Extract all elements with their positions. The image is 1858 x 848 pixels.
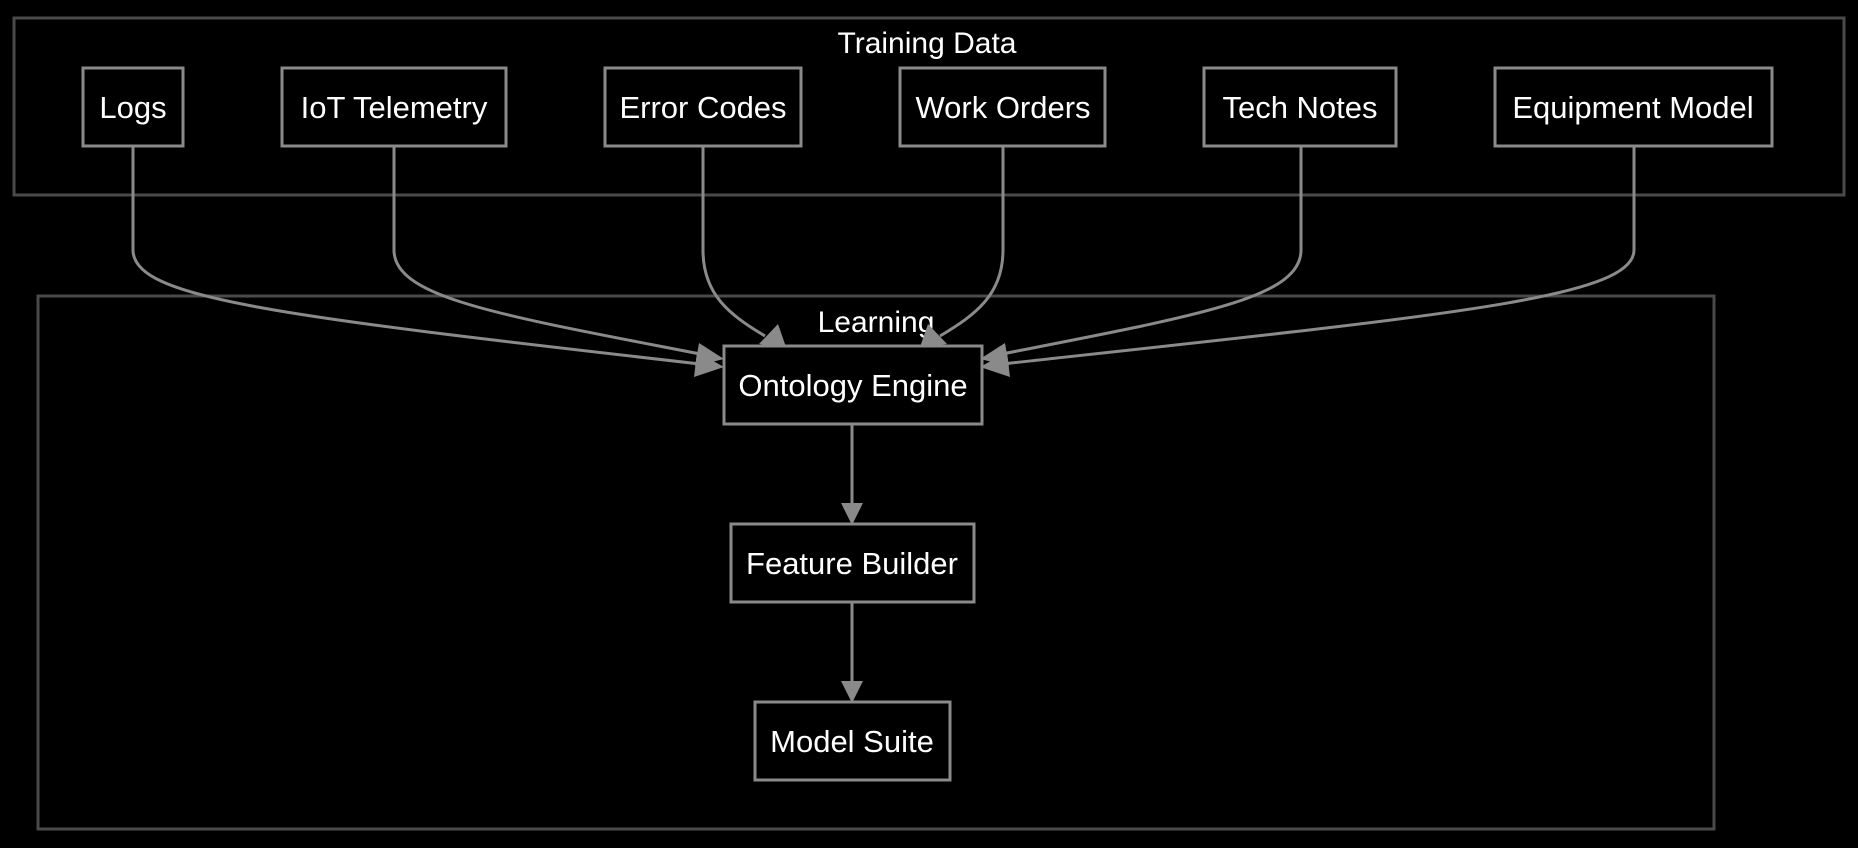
edge-iot-to-ontology	[392, 146, 701, 356]
arrowhead-work-orders	[920, 324, 947, 347]
group-learning-label: Learning	[818, 306, 935, 339]
edges	[131, 146, 1636, 683]
node-ontology-engine[interactable]: Ontology Engine	[722, 344, 984, 426]
node-error-codes-label: Error Codes	[619, 90, 786, 125]
edge-logs-to-ontology	[131, 146, 701, 366]
node-model-suite[interactable]: Model Suite	[753, 700, 952, 782]
node-equipment-model[interactable]: Equipment Model	[1493, 66, 1774, 148]
group-learning	[36, 294, 1716, 831]
arrowhead-error-codes	[759, 324, 786, 347]
node-work-orders-label: Work Orders	[915, 90, 1090, 125]
arrowhead-ontology-to-feature	[841, 503, 863, 525]
node-model-suite-label: Model Suite	[770, 724, 934, 759]
node-tech-notes[interactable]: Tech Notes	[1202, 66, 1398, 148]
node-ontology-engine-label: Ontology Engine	[738, 368, 967, 403]
node-equipment-model-label: Equipment Model	[1512, 90, 1753, 125]
edge-error-codes-to-ontology	[701, 146, 766, 338]
edge-tech-notes-to-ontology	[1001, 146, 1303, 356]
node-error-codes[interactable]: Error Codes	[603, 66, 803, 148]
node-feature-builder[interactable]: Feature Builder	[729, 522, 976, 604]
group-training-data	[12, 16, 1846, 197]
node-tech-notes-label: Tech Notes	[1222, 90, 1377, 125]
arrowhead-iot	[695, 343, 724, 366]
node-logs[interactable]: Logs	[81, 66, 185, 148]
edge-equipment-to-ontology	[1001, 146, 1636, 366]
node-work-orders[interactable]: Work Orders	[898, 66, 1107, 148]
node-logs-label: Logs	[99, 90, 166, 125]
node-iot-telemetry[interactable]: IoT Telemetry	[280, 66, 508, 148]
node-feature-builder-label: Feature Builder	[746, 546, 958, 581]
arrowheads	[694, 324, 1010, 703]
group-training-data-label: Training Data	[838, 27, 1017, 60]
node-iot-telemetry-label: IoT Telemetry	[301, 90, 488, 125]
edge-work-orders-to-ontology	[939, 146, 1005, 338]
arrowhead-feature-to-model	[841, 681, 863, 703]
arrowhead-equipment	[980, 352, 1010, 377]
